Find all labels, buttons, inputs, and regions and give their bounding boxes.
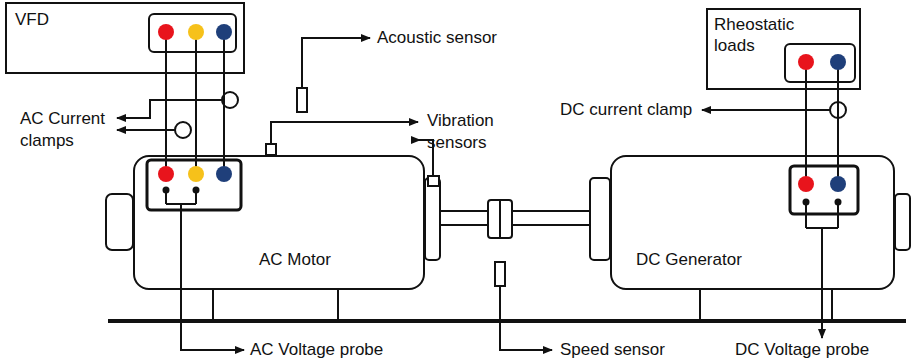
callout-label: AC Current clamps (20, 108, 112, 152)
callout-label: AC Voltage probe (250, 339, 420, 361)
equipment-box: Rheostatic loads (706, 8, 861, 90)
node-label: DC Generator (636, 249, 796, 270)
power-wire (165, 74, 167, 155)
node-label: VFD (15, 9, 75, 30)
machine-body: AC Motor (133, 155, 425, 290)
callout-label: Acoustic sensor (377, 27, 537, 49)
callout-label: DC Voltage probe (735, 339, 910, 361)
power-wire (223, 74, 225, 155)
power-wire (837, 90, 839, 155)
equipment-box: VFD (5, 2, 245, 74)
machine-body: DC Generator (610, 155, 895, 290)
power-wire (805, 90, 807, 155)
power-wire (195, 74, 197, 155)
node-label: AC Motor (259, 249, 409, 270)
callout-label: Speed sensor (560, 339, 690, 361)
callout-label: DC current clamp (560, 99, 700, 121)
node-label: Rheostatic loads (714, 14, 792, 56)
callout-label: Vibration sensors (427, 110, 522, 154)
